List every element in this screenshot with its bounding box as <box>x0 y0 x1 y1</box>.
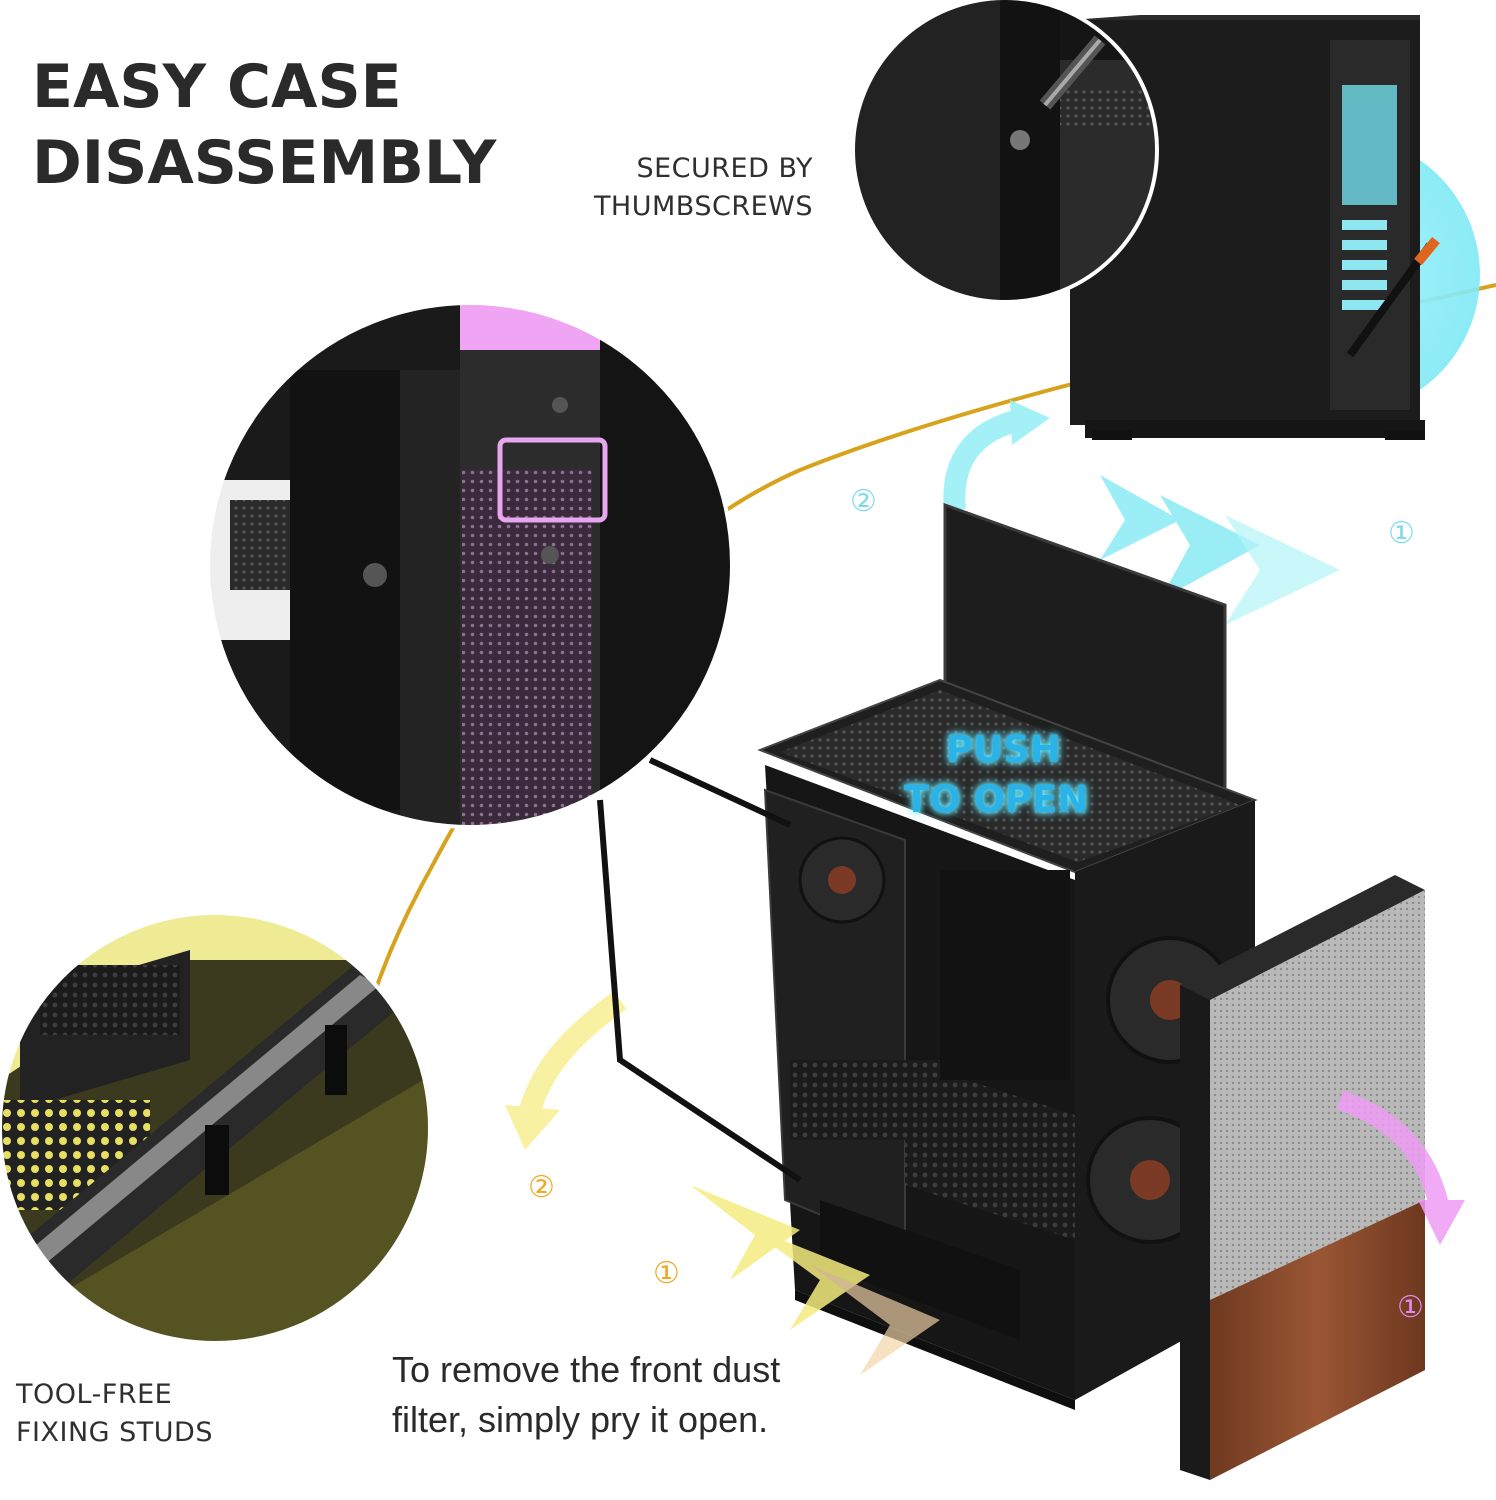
page-title-line-1: EASY CASE <box>32 52 402 122</box>
yellow-arrow-2 <box>505 991 627 1150</box>
studs-caption-line-1: TOOL-FREE <box>16 1379 173 1410</box>
leader-line-2 <box>597 799 802 1183</box>
front-filter-caption-line-2: filter, simply pry it open. <box>392 1399 769 1440</box>
step-marker-pink-1: ① <box>1397 1290 1424 1325</box>
step-marker-cyan-1: ① <box>1388 516 1415 551</box>
studs-caption: TOOL-FREE FIXING STUDS <box>16 1376 213 1452</box>
front-filter-caption-line-1: To remove the front dust <box>392 1349 781 1390</box>
yellow-arrows-1 <box>690 1185 940 1375</box>
cyan-arrows-1 <box>1100 475 1340 625</box>
step-marker-cyan-2: ② <box>850 484 877 519</box>
cyan-arrow-2 <box>943 400 1050 512</box>
thumbscrews-caption: SECURED BY THUMBSCREWS <box>594 150 813 226</box>
thumbscrews-caption-line-2: THUMBSCREWS <box>593 191 813 222</box>
thumbscrews-caption-line-1: SECURED BY <box>636 153 813 184</box>
leader-line <box>648 757 792 828</box>
main-case <box>757 502 1258 1410</box>
step-marker-yellow-1: ① <box>653 1256 680 1291</box>
stud-detail-circle <box>0 911 432 1345</box>
page-title-line-2: DISASSEMBLY <box>32 128 497 198</box>
push-label-line-2: TO OPEN <box>904 778 1089 821</box>
push-label-line-1: PUSH <box>946 728 1061 771</box>
step-marker-yellow-2: ② <box>528 1170 555 1205</box>
studs-caption-line-2: FIXING STUDS <box>16 1417 213 1448</box>
filter-detail-circle <box>206 301 734 829</box>
pink-arrow <box>1336 1090 1465 1245</box>
front-filter-caption: To remove the front dust filter, simply … <box>392 1345 780 1445</box>
front-panel <box>1180 875 1425 1480</box>
